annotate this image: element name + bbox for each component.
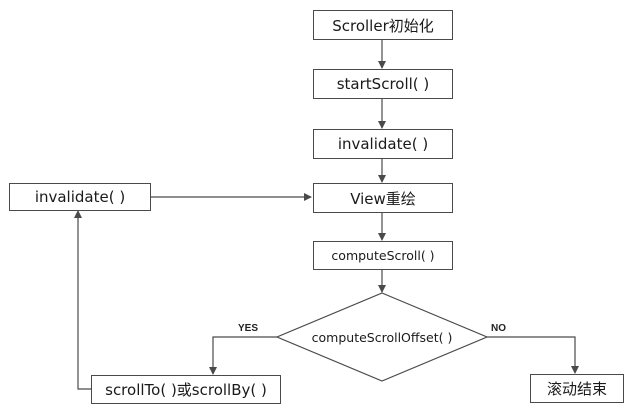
- edge-yes: [209, 336, 277, 375]
- edge-scroll-to-invalidate: [74, 210, 91, 390]
- node-invalidate-main: invalidate( ): [313, 129, 453, 159]
- decision-diamond: [275, 292, 489, 382]
- node-compute-scroll-offset-label: computeScrollOffset( ): [311, 329, 453, 345]
- node-scroll-end: 滚动结束: [530, 374, 624, 403]
- node-scroll-to-or-by: scrollTo( )或scrollBy( ): [91, 375, 281, 404]
- node-compute-scroll: computeScroll( ): [313, 241, 453, 270]
- node-scroller-init: Scroller初始化: [313, 10, 453, 40]
- node-invalidate-side: invalidate( ): [9, 183, 151, 211]
- node-view-redraw: View重绘: [313, 183, 453, 213]
- edge-label-no: NO: [491, 323, 506, 334]
- edge-no: [487, 336, 579, 374]
- node-start-scroll: startScroll( ): [313, 69, 453, 99]
- edge-label-yes: YES: [238, 323, 259, 334]
